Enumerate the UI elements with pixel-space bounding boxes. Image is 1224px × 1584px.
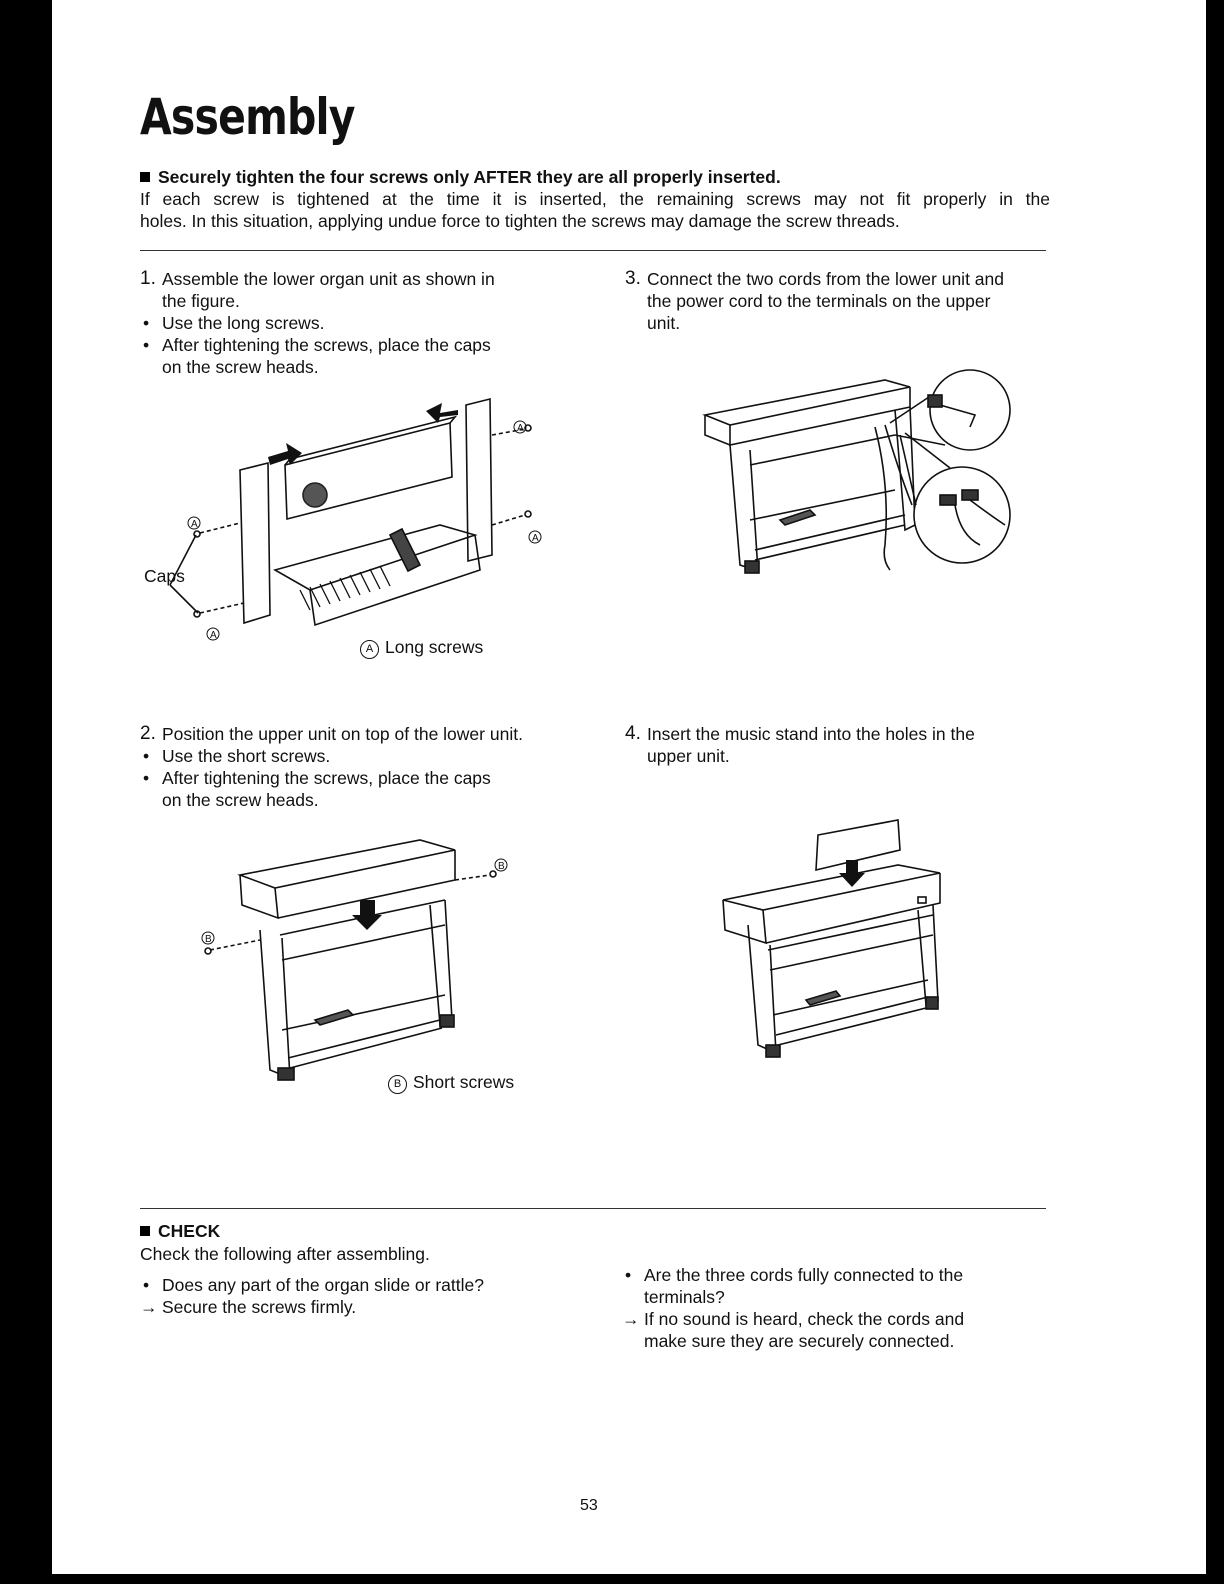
step-4-line-1: Insert the music stand into the holes in… — [647, 724, 975, 744]
check-heading-text: CHECK — [158, 1221, 221, 1241]
step-2-bullet-1: Use the short screws. — [162, 746, 331, 766]
divider-bottom — [140, 1208, 1046, 1209]
step-4-number: 4. — [625, 723, 641, 744]
check-left: •Does any part of the organ slide or rat… — [140, 1275, 484, 1317]
lower-unit-assembly-figure: A A A A — [169, 397, 542, 641]
step-2-number: 2. — [140, 723, 156, 744]
bullet-square-icon — [140, 172, 150, 182]
caps-label: Caps — [144, 566, 185, 586]
intro-heading: Securely tighten the four screws only AF… — [140, 166, 781, 188]
check-right: •Are the three cords fully connected to … — [622, 1265, 965, 1351]
step-3-line-3: unit. — [647, 313, 681, 333]
page-title: Assembly — [140, 88, 355, 146]
divider-top — [140, 250, 1046, 251]
short-screws-caption: B Short screws — [388, 1072, 514, 1094]
step-1: 1. Assemble the lower organ unit as shown… — [140, 268, 495, 377]
right-arrow-icon: → — [622, 1309, 640, 1329]
long-screws-caption-text: Long screws — [385, 637, 484, 657]
marker-b-right: B — [498, 861, 505, 872]
short-screws-caption-text: Short screws — [413, 1072, 515, 1092]
long-screws-caption: A Long screws — [360, 637, 483, 659]
step-2-line-1: Position the upper unit on top of the lo… — [162, 724, 523, 744]
cord-connection-figure — [702, 369, 1011, 574]
step-1-line-1: Assemble the lower organ unit as shown i… — [162, 269, 495, 289]
marker-a-icon: A — [360, 640, 379, 659]
step-3: 3. Connect the two cords from the lower u… — [625, 268, 1050, 334]
step-1-bullet-2-cont: on the screw heads. — [162, 357, 319, 377]
step-3-number: 3. — [625, 268, 641, 289]
step-3-line-1: Connect the two cords from the lower uni… — [647, 269, 1004, 289]
marker-a-left-top: A — [191, 519, 198, 530]
step-1-line-2: the figure. — [162, 291, 240, 311]
step-2-bullet-2: After tightening the screws, place the c… — [162, 768, 491, 788]
step-2-bullet-2-cont: on the screw heads. — [162, 790, 319, 810]
marker-a-left-bottom: A — [210, 630, 217, 641]
intro-line-2: holes. In this situation, applying undue… — [140, 211, 900, 231]
check-right-question-1: Are the three cords fully connected to t… — [644, 1265, 964, 1285]
marker-a-right-top: A — [517, 423, 524, 434]
step-2: 2. Position the upper unit on top of the … — [140, 723, 523, 810]
step-4-line-2: upper unit. — [647, 746, 730, 766]
step-1-number: 1. — [140, 268, 156, 289]
music-stand-figure — [722, 819, 941, 1058]
step-4: 4. Insert the music stand into the holes … — [625, 723, 1050, 767]
scan-border-bottom — [0, 1574, 1224, 1584]
step-3-line-2: the power cord to the terminals on the u… — [647, 291, 991, 311]
bullet-square-icon — [140, 1226, 150, 1236]
check-right-answer-2: make sure they are securely connected. — [644, 1331, 955, 1351]
check-heading: CHECK — [140, 1220, 220, 1242]
intro-line-1: If each screw is tightened at the time i… — [140, 189, 1050, 209]
scan-border-left — [0, 0, 52, 1584]
upper-unit-placement-figure: B B — [201, 839, 508, 1081]
check-left-question: Does any part of the organ slide or ratt… — [162, 1275, 484, 1295]
check-intro: Check the following after assembling. — [140, 1244, 430, 1264]
scan-border-right — [1206, 0, 1224, 1584]
check-right-answer-1: If no sound is heard, check the cords an… — [644, 1309, 965, 1329]
marker-a-right-bottom: A — [532, 533, 539, 544]
step-1-bullet-1: Use the long screws. — [162, 313, 325, 333]
right-arrow-icon: → — [140, 1297, 158, 1317]
intro-heading-text: Securely tighten the four screws only AF… — [158, 167, 781, 187]
page-number: 53 — [580, 1497, 598, 1514]
marker-b-icon: B — [388, 1075, 407, 1094]
marker-b-left: B — [205, 934, 212, 945]
check-right-question-2: terminals? — [644, 1287, 725, 1307]
check-left-answer: Secure the screws firmly. — [162, 1297, 357, 1317]
step-1-bullet-2: After tightening the screws, place the c… — [162, 335, 491, 355]
